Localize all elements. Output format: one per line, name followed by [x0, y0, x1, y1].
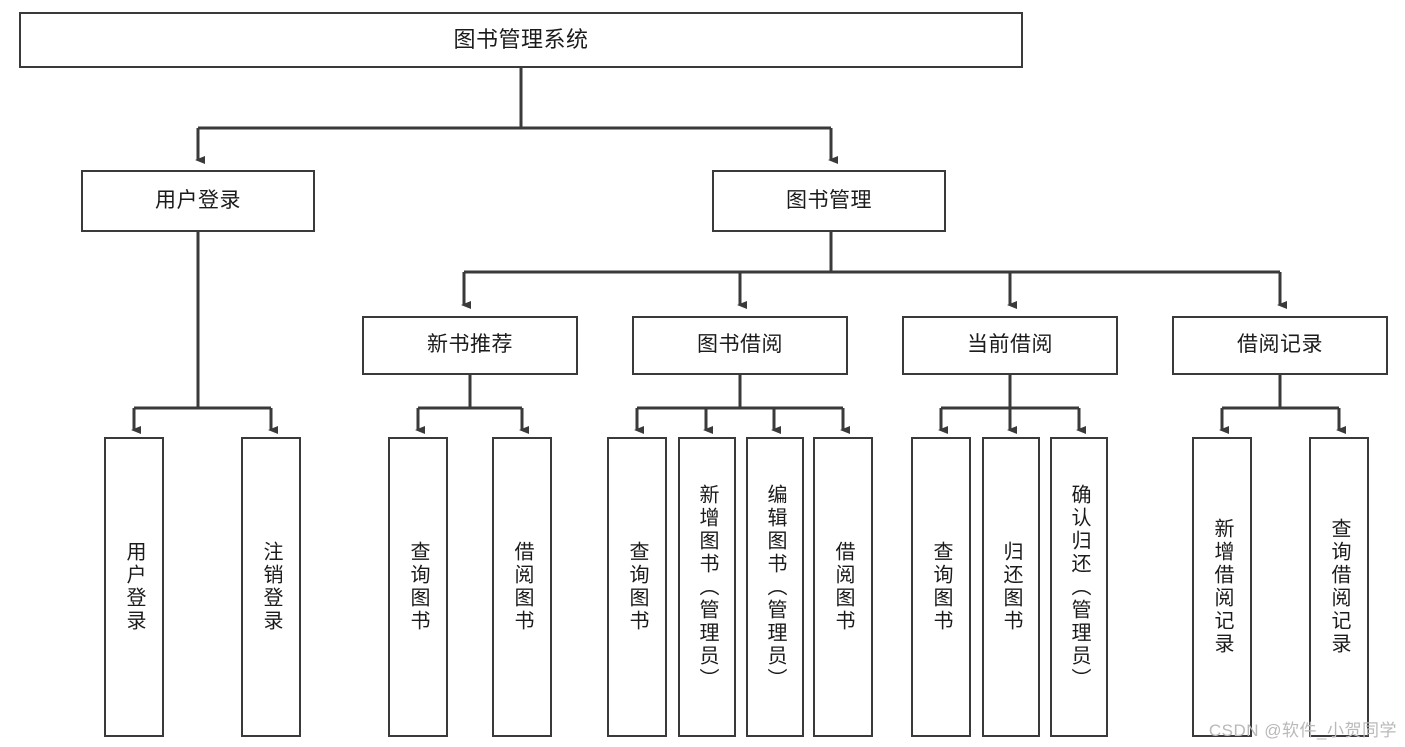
- node-leaf-query-books-current[interactable]: 查询图书: [911, 437, 971, 737]
- node-current-borrow[interactable]: 当前借阅: [902, 316, 1118, 375]
- node-label: 注销登录: [260, 541, 282, 633]
- node-label: 编辑图书（管理员）: [764, 483, 786, 691]
- node-leaf-return-books[interactable]: 归还图书: [982, 437, 1040, 737]
- csdn-watermark: CSDN @软件_小贺同学: [1208, 721, 1397, 740]
- node-label: 借阅图书: [832, 541, 854, 633]
- node-label: 新增借阅记录: [1211, 518, 1233, 656]
- node-label: 借阅记录: [1237, 333, 1323, 357]
- node-leaf-confirm-return-admin[interactable]: 确认归还（管理员）: [1050, 437, 1108, 737]
- node-borrow-record[interactable]: 借阅记录: [1172, 316, 1388, 375]
- node-book-borrow[interactable]: 图书借阅: [632, 316, 848, 375]
- node-leaf-query-books-recommend[interactable]: 查询图书: [388, 437, 448, 737]
- node-label: 新增图书（管理员）: [696, 483, 718, 691]
- node-label: 图书管理系统: [453, 27, 589, 53]
- node-leaf-query-borrow-record[interactable]: 查询借阅记录: [1309, 437, 1369, 737]
- node-label: 当前借阅: [967, 333, 1053, 357]
- node-leaf-add-borrow-record[interactable]: 新增借阅记录: [1192, 437, 1252, 737]
- node-label: 查询借阅记录: [1328, 518, 1350, 656]
- node-book-management[interactable]: 图书管理: [712, 170, 946, 232]
- node-leaf-borrow-books-recommend[interactable]: 借阅图书: [492, 437, 552, 737]
- node-label: 查询图书: [407, 541, 429, 633]
- node-leaf-borrow-books-borrow[interactable]: 借阅图书: [813, 437, 873, 737]
- node-label: 查询图书: [930, 541, 952, 633]
- node-label: 确认归还（管理员）: [1068, 483, 1090, 691]
- node-leaf-add-book-admin[interactable]: 新增图书（管理员）: [678, 437, 736, 737]
- node-root-book-management-system[interactable]: 图书管理系统: [19, 12, 1023, 68]
- node-label: 借阅图书: [511, 541, 533, 633]
- node-leaf-user-login[interactable]: 用户登录: [104, 437, 164, 737]
- node-leaf-edit-book-admin[interactable]: 编辑图书（管理员）: [746, 437, 804, 737]
- node-label: 图书管理: [786, 188, 872, 212]
- node-leaf-query-books-borrow[interactable]: 查询图书: [607, 437, 667, 737]
- node-label: 新书推荐: [427, 333, 513, 357]
- node-label: 归还图书: [1000, 541, 1022, 633]
- node-label: 用户登录: [123, 541, 145, 633]
- node-leaf-logout-login[interactable]: 注销登录: [241, 437, 301, 737]
- node-label: 图书借阅: [697, 333, 783, 357]
- node-new-book-recommend[interactable]: 新书推荐: [362, 316, 578, 375]
- node-user-login[interactable]: 用户登录: [81, 170, 315, 232]
- node-label: 查询图书: [626, 541, 648, 633]
- node-label: 用户登录: [155, 188, 241, 212]
